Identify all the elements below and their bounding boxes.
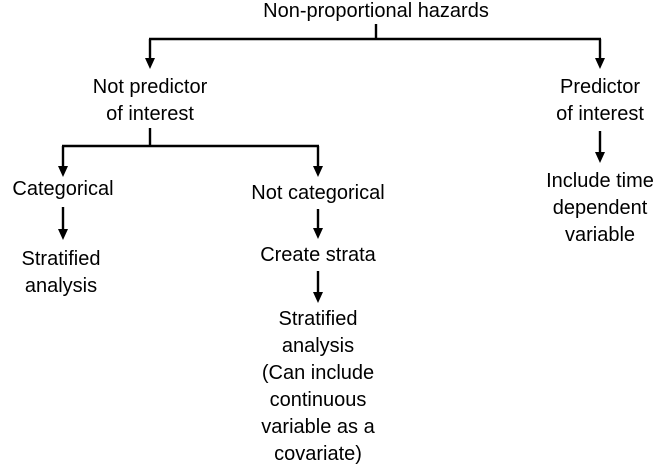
arrowhead-categorical [58,166,68,177]
arrowhead-time-dependent [595,152,605,163]
node-categorical: Categorical [0,176,126,203]
arrowhead-stratified-2 [313,292,323,303]
arrowhead-create-strata [313,228,323,239]
node-line: Predictor [559,76,641,98]
node-line: variable as a [261,416,375,438]
node-not-categorical: Not categorical [218,180,418,207]
node-line: Stratified [278,308,358,330]
node-line: Stratified [21,248,101,270]
node-non-proportional-hazards: Non-proportional hazards [226,0,526,25]
node-line: dependent [552,197,648,219]
node-line: Not predictor [92,76,208,98]
arrowhead-not-predictor [145,58,155,69]
node-line: covariate) [274,443,362,465]
node-not-predictor-of-interest: Not predictor of interest [50,74,250,128]
node-create-strata: Create strata [218,242,418,269]
arrowhead-stratified-1 [58,229,68,240]
node-line: Create strata [260,244,376,266]
node-stratified-analysis: Stratified analysis [0,246,122,300]
node-line: analysis [24,275,98,297]
node-line: of interest [106,103,194,125]
arrowhead-not-categorical [313,166,323,177]
node-include-time-dependent-variable: Include time dependent variable [520,168,665,249]
node-line: Non-proportional hazards [263,0,489,22]
node-stratified-analysis-covariate: Stratified analysis (Can include continu… [218,306,418,468]
node-line: Categorical [12,178,114,200]
node-line: of interest [556,103,644,125]
node-line: (Can include [261,362,375,384]
node-line: variable [564,224,636,246]
node-line: continuous [269,389,367,411]
node-line: analysis [281,335,355,357]
node-line: Not categorical [251,182,385,204]
node-line: Include time [546,170,654,192]
arrowhead-predictor [595,58,605,69]
node-predictor-of-interest: Predictor of interest [520,74,665,128]
